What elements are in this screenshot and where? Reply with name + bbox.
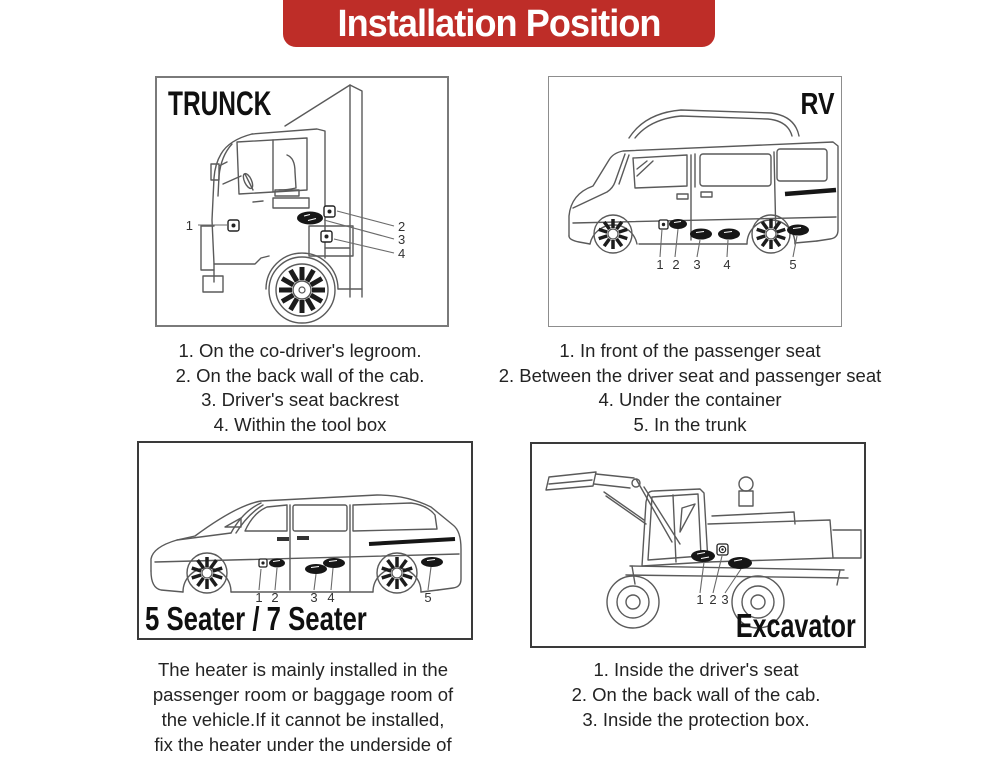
callout-number: 1 xyxy=(656,257,663,272)
panel-title-seater: 5 Seater / 7 Seater xyxy=(145,600,367,637)
panel-title-excavator: Excavator xyxy=(736,607,856,644)
heater-marker-4 xyxy=(320,230,333,243)
callout-number: 4 xyxy=(398,246,405,261)
rv-outline xyxy=(568,109,839,245)
callout-number: 2 xyxy=(672,257,679,272)
callout-number: 3 xyxy=(398,232,405,247)
callout-number: 3 xyxy=(310,590,317,605)
heater-marker-3 xyxy=(690,228,712,240)
title-banner: Installation Position xyxy=(283,0,715,47)
callout-number: 2 xyxy=(398,219,405,234)
callout-number: 4 xyxy=(327,590,334,605)
note-line: passenger room or baggage room of xyxy=(152,684,454,705)
callout-number: 3 xyxy=(693,257,700,272)
panel-rv: 1 2 3 4 5 RV xyxy=(548,76,842,327)
page-title: Installation Position xyxy=(337,2,661,45)
panel-title-rv: RV xyxy=(800,86,835,121)
minivan-outline xyxy=(150,494,462,593)
callout-number: 5 xyxy=(424,590,431,605)
rv-front-wheel xyxy=(593,214,633,254)
heater-marker-2 xyxy=(269,558,285,568)
excavator-rear-wheel xyxy=(731,575,785,629)
panel-trunk: 1 2 3 4 TRUNCK xyxy=(155,76,449,327)
note-line: the vehicle.If it cannot be installed, xyxy=(161,709,445,730)
panel-excavator: 1 2 3 Excavator xyxy=(530,442,866,648)
callout-number: 5 xyxy=(789,257,796,272)
heater-marker-3 xyxy=(297,211,323,225)
heater-marker-1 xyxy=(227,219,240,232)
rv-diagram: 1 2 3 4 5 xyxy=(568,109,839,272)
heater-marker-1 xyxy=(258,558,268,568)
note-line: 3. Driver's seat backrest xyxy=(201,389,399,410)
note-line: 4. Within the tool box xyxy=(213,413,387,435)
panel-title-trunk: TRUNCK xyxy=(168,85,272,123)
heater-marker-1 xyxy=(658,219,669,230)
heater-marker-3 xyxy=(728,557,752,569)
rv-rear-wheel xyxy=(751,214,791,254)
door-handle xyxy=(297,536,309,540)
note-line: 2. On the back wall of the cab. xyxy=(571,684,821,705)
note-line: 2. On the back wall of the cab. xyxy=(175,364,425,386)
callout-number: 1 xyxy=(186,218,193,233)
heater-marker-2 xyxy=(716,543,729,556)
note-line: The heater is mainly installed in the xyxy=(158,659,448,680)
notes-trunk: 1. On the co-driver's legroom. 2. On the… xyxy=(140,339,460,437)
callout-number: 2 xyxy=(709,592,716,607)
heater-marker-3 xyxy=(305,564,327,574)
excavator-outline xyxy=(545,471,862,586)
heater-marker-2 xyxy=(669,219,687,229)
excavator-diagram: 1 2 3 xyxy=(545,471,862,629)
callout-number: 3 xyxy=(721,592,728,607)
callout-number: 1 xyxy=(696,592,703,607)
minivan-diagram: 1 2 3 4 5 xyxy=(150,494,462,605)
heater-marker-5 xyxy=(787,224,809,236)
excavator-front-wheel xyxy=(606,575,660,629)
note-line: 4. Under the container xyxy=(598,389,782,410)
callout-number: 2 xyxy=(271,590,278,605)
notes-rv: 1. In front of the passenger seat 2. Bet… xyxy=(494,339,886,437)
truck-wheel xyxy=(268,256,336,324)
door-handle xyxy=(277,537,289,541)
minivan-rear-wheel xyxy=(376,552,418,594)
truck-outline xyxy=(200,84,363,298)
heater-marker-4 xyxy=(323,558,345,568)
callout-number: 4 xyxy=(723,257,730,272)
heater-marker-5 xyxy=(421,557,443,567)
callout-number: 1 xyxy=(255,590,262,605)
notes-seater: The heater is mainly installed in the pa… xyxy=(137,657,469,757)
note-line: fix the heater under the underside of xyxy=(154,734,452,755)
panel-seater: 1 2 3 4 5 5 Seater / 7 Seater xyxy=(137,441,473,640)
minivan-front-wheel xyxy=(186,552,228,594)
heater-marker-2 xyxy=(323,205,336,218)
notes-excavator: 1. Inside the driver's seat 2. On the ba… xyxy=(530,657,862,732)
note-line: 1. In front of the passenger seat xyxy=(559,340,821,361)
heater-marker-1 xyxy=(691,550,715,562)
note-line: 5. In the trunk xyxy=(633,413,747,435)
note-line: 3. Inside the protection box. xyxy=(582,709,810,730)
note-line: 1. On the co-driver's legroom. xyxy=(178,340,422,361)
truck-diagram: 1 2 3 4 xyxy=(186,84,405,324)
note-line: 1. Inside the driver's seat xyxy=(593,659,799,680)
heater-marker-4 xyxy=(718,228,740,240)
note-line: 2. Between the driver seat and passenger… xyxy=(498,364,882,386)
